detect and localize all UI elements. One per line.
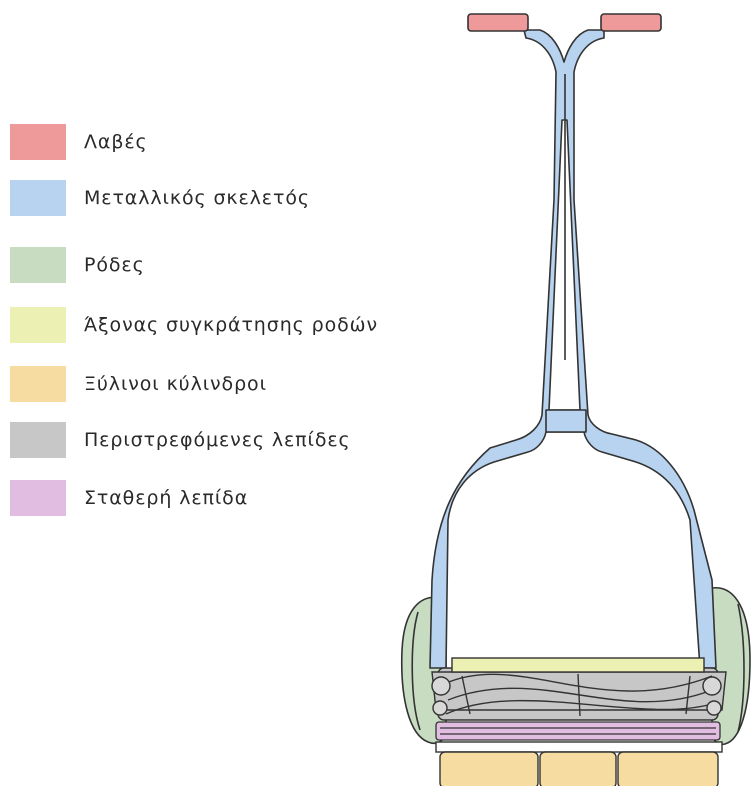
roller-bracket [436,742,722,752]
right-bolt [703,677,721,695]
roller-right [618,752,718,786]
metal-frame [430,30,716,668]
roller-left [440,752,538,786]
left-handle [468,14,528,31]
frame-crossbar [546,410,586,432]
left-hub [433,701,447,715]
fixed-blade-bar [436,722,720,740]
reel [432,668,726,720]
right-hub [707,701,721,715]
wheel-axle [452,658,704,672]
left-bolt [432,677,450,695]
wooden-rollers [436,742,722,786]
fixed-blade [436,722,720,740]
roller-middle [540,752,616,786]
handles [468,14,661,31]
right-handle [601,14,661,31]
